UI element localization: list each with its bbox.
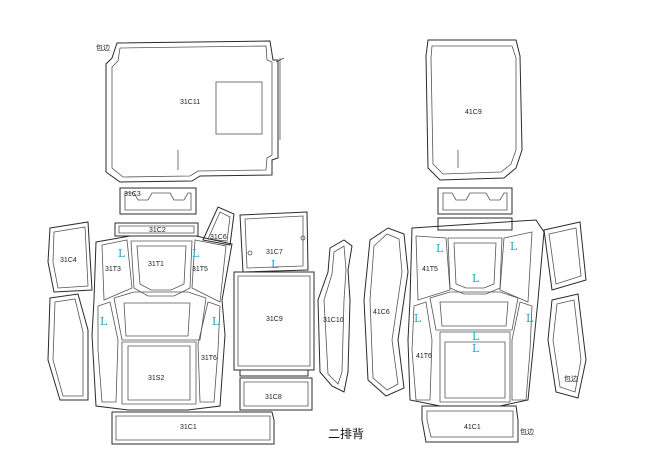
label-31c3: 31C3 bbox=[124, 191, 141, 198]
edge-note-left: 包边 bbox=[96, 43, 110, 52]
edge-note-right: 包边 bbox=[564, 374, 578, 383]
panel-41c9: 41C9 bbox=[425, 39, 523, 181]
label-31c11: 31C11 bbox=[180, 99, 200, 106]
mark-l: L bbox=[212, 315, 220, 328]
mark-l: L bbox=[526, 312, 534, 325]
label-31c9: 31C9 bbox=[266, 316, 283, 323]
label-41t5: 41T5 bbox=[422, 266, 438, 273]
side-panel-right-top bbox=[543, 221, 587, 291]
label-41c6: 41C6 bbox=[373, 309, 390, 316]
label-31t6: 31T6 bbox=[201, 355, 217, 362]
mark-l: L bbox=[118, 247, 126, 260]
panel-31c6: 31C6 bbox=[202, 206, 235, 246]
label-31c10: 31C10 bbox=[323, 317, 344, 324]
label-41t6: 41T6 bbox=[416, 353, 432, 360]
label-41c9: 41C9 bbox=[465, 109, 482, 116]
label-31s2: 31S2 bbox=[148, 375, 164, 382]
strip-under-31c9 bbox=[239, 369, 309, 377]
panel-41c1: 41C1 包边 bbox=[421, 405, 534, 443]
mark-l: L bbox=[414, 312, 422, 325]
diagram-title: 二排背 bbox=[328, 427, 364, 441]
label-31t1: 31T1 bbox=[148, 261, 164, 268]
panel-31c2: 31C2 bbox=[114, 222, 199, 237]
panel-31c3: 31C3 bbox=[119, 187, 197, 215]
panel-31c8: 31C8 bbox=[239, 377, 313, 411]
panel-31c1: 31C1 bbox=[111, 411, 275, 445]
seat-back-right: 41T5 L L L L L L L 41T6 bbox=[407, 219, 545, 407]
label-31t5: 31T5 bbox=[192, 266, 208, 273]
panel-31c9: 31C9 bbox=[233, 271, 315, 371]
mark-l: L bbox=[472, 342, 480, 355]
label-31c1: 31C1 bbox=[180, 424, 197, 431]
side-panel-left bbox=[47, 293, 89, 401]
label-31c2: 31C2 bbox=[149, 227, 166, 234]
panel-right-c3 bbox=[437, 187, 513, 215]
label-31c8: 31C8 bbox=[265, 394, 282, 401]
side-panel-right-bottom: 包边 bbox=[547, 293, 587, 399]
edge-note-bottom: 包边 bbox=[520, 427, 534, 436]
mark-l: L bbox=[271, 258, 279, 271]
label-31c6: 31C6 bbox=[210, 234, 227, 241]
panel-31c11: 31C11 包边 bbox=[96, 40, 285, 183]
mark-l: L bbox=[472, 330, 480, 343]
mark-l: L bbox=[510, 240, 518, 253]
seat-back-left: 31T3 L 31T1 31T5 L L 31T6 L 31S2 bbox=[91, 235, 233, 411]
panel-31c4: 31C4 bbox=[47, 221, 93, 293]
mark-l: L bbox=[100, 315, 108, 328]
panel-31c10: 31C10 bbox=[317, 239, 353, 393]
label-31c7: 31C7 bbox=[266, 249, 283, 256]
mark-l: L bbox=[192, 247, 200, 260]
mark-l: L bbox=[472, 272, 480, 285]
label-31t3: 31T3 bbox=[105, 266, 121, 273]
panel-31c7: 31C7 L bbox=[239, 211, 309, 273]
mark-l: L bbox=[436, 242, 444, 255]
label-41c1: 41C1 bbox=[464, 424, 481, 431]
label-31c4: 31C4 bbox=[60, 257, 77, 264]
panel-41c6: 41C6 bbox=[363, 227, 409, 397]
